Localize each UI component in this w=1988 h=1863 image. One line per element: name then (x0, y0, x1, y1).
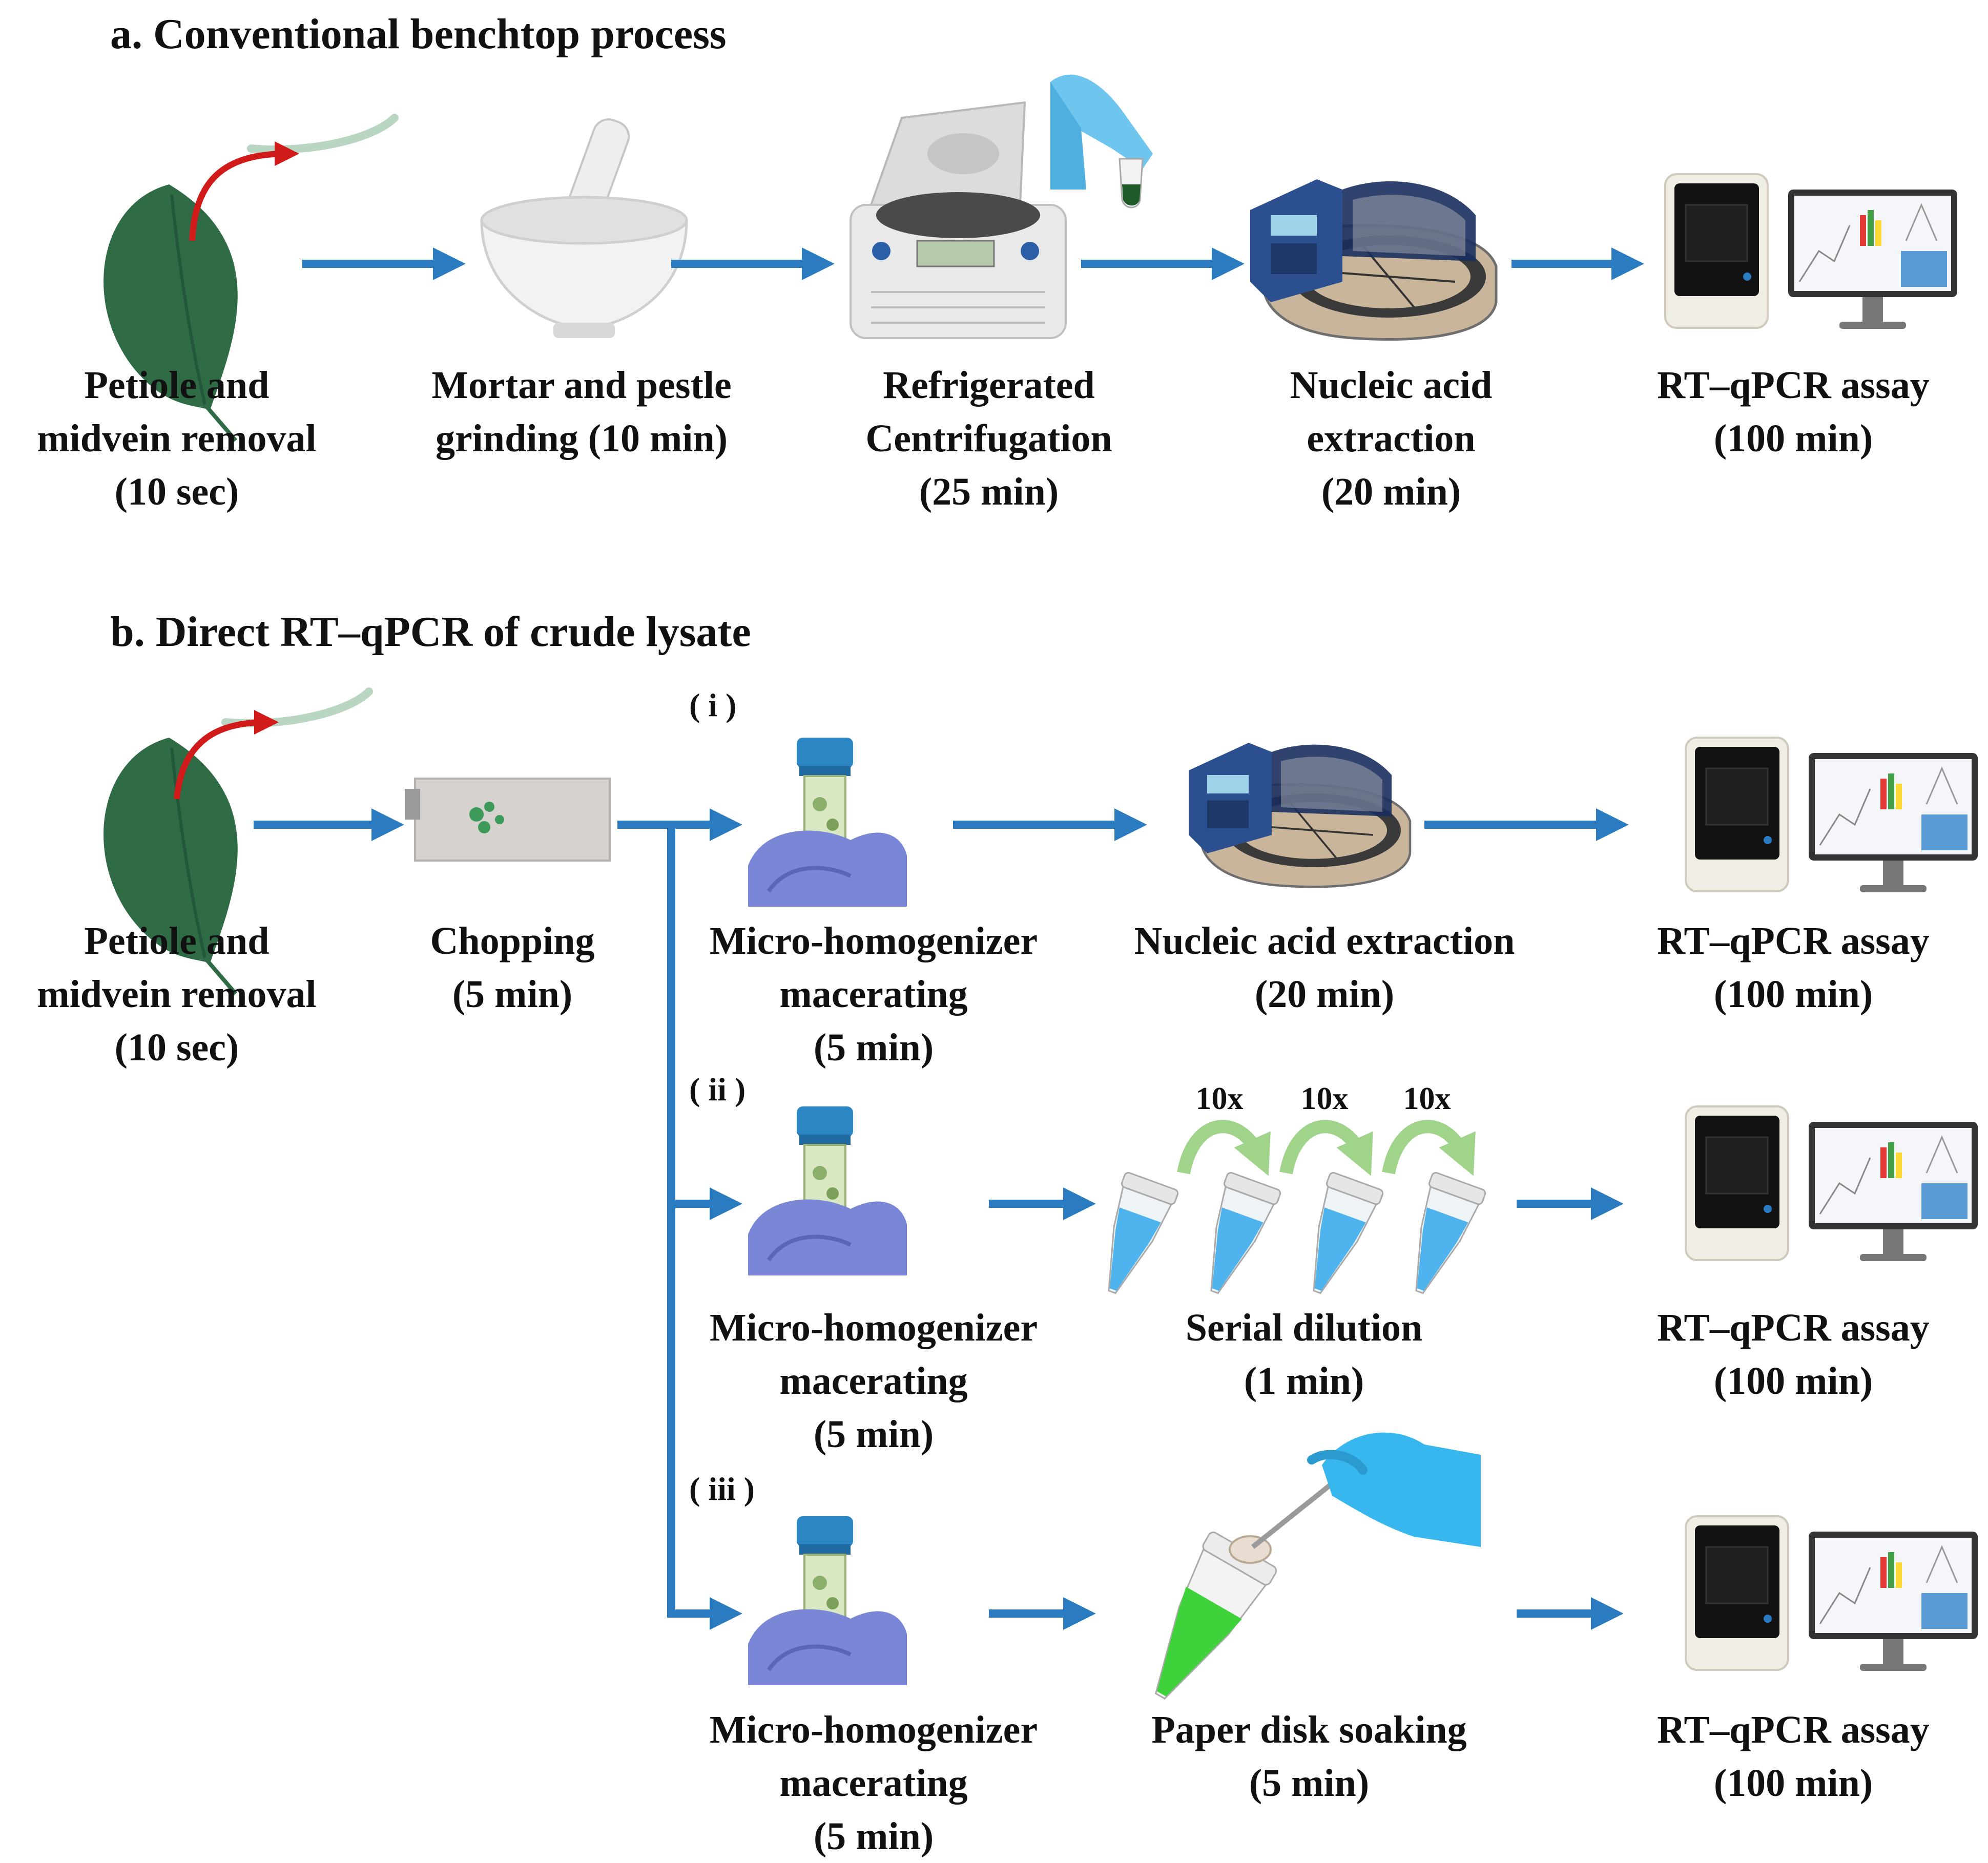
dilution-fold-3: 10x (1403, 1081, 1451, 1116)
dilution-fold-2: 10x (1300, 1081, 1349, 1116)
step-a5-label: RT–qPCR assay (100 min) (1657, 364, 1930, 460)
macerate-iii-label: Micro-homogenizer macerating (5 min) (709, 1708, 1038, 1858)
paper-disk-tube-icon (1154, 1432, 1481, 1700)
dilution-arrow-3 (1382, 1120, 1476, 1176)
end-iii-label: RT–qPCR assay (100 min) (1657, 1708, 1930, 1805)
qpcr-instrument-icon (1664, 173, 1958, 330)
end-ii-label: RT–qPCR assay (100 min) (1657, 1306, 1930, 1403)
removal-arrow-red (189, 141, 299, 241)
qpcr-instrument-icon-i (1685, 737, 1979, 893)
section-a-heading: a. Conventional benchtop process (110, 10, 727, 58)
macerate-ii-label: Micro-homogenizer macerating (5 min) (709, 1306, 1038, 1456)
mortar-pestle-icon (480, 118, 688, 338)
qpcr-instrument-icon-ii (1685, 1105, 1979, 1262)
removal-arrow-red-b (174, 710, 279, 800)
branch-ii-label: ( ii ) (689, 1071, 746, 1107)
middle-iii-label: Paper disk soaking (5 min) (1151, 1708, 1467, 1805)
step-a1-label: Petiole and midvein removal (10 sec) (37, 364, 317, 513)
dilution-tubes-icon (1085, 1170, 1487, 1303)
homogenizer-icon-i (748, 738, 907, 907)
cut-midvein-b (225, 692, 369, 723)
homogenizer-icon-ii (748, 1106, 907, 1275)
macerate-i-label: Micro-homogenizer macerating (5 min) (709, 919, 1038, 1069)
branch-i-label: ( i ) (689, 687, 737, 723)
cut-midvein (251, 118, 395, 150)
centrifuge-icon (850, 101, 1067, 339)
end-i-label: RT–qPCR assay (100 min) (1657, 919, 1930, 1016)
step-a2-label: Mortar and pestle grinding (10 min) (431, 364, 732, 460)
section-b-heading: b. Direct RT–qPCR of crude lysate (110, 608, 751, 656)
middle-i-label: Nucleic acid extraction (20 min) (1134, 919, 1515, 1016)
dilution-arrow-1 (1177, 1120, 1271, 1176)
extractor-icon (1250, 179, 1496, 339)
dilution-arrow-2 (1279, 1120, 1373, 1176)
qpcr-instrument-icon-iii (1685, 1515, 1979, 1672)
branch-iii-label: ( iii ) (689, 1471, 755, 1507)
step-a3-label: Refrigerated Centrifugation (25 min) (865, 364, 1112, 513)
step-b1-label: Petiole and midvein removal (10 sec) (37, 919, 317, 1069)
chopping-label: Chopping (5 min) (430, 919, 595, 1016)
step-a4-label: Nucleic acid extraction (20 min) (1290, 364, 1493, 513)
middle-ii-label: Serial dilution (1 min) (1185, 1306, 1423, 1403)
homogenizer-icon-iii (748, 1516, 907, 1685)
glove-tube-icon (1050, 74, 1153, 208)
extractor-icon-b (1189, 743, 1410, 887)
chopping-board-icon (405, 778, 611, 862)
dilution-fold-1: 10x (1195, 1081, 1244, 1116)
